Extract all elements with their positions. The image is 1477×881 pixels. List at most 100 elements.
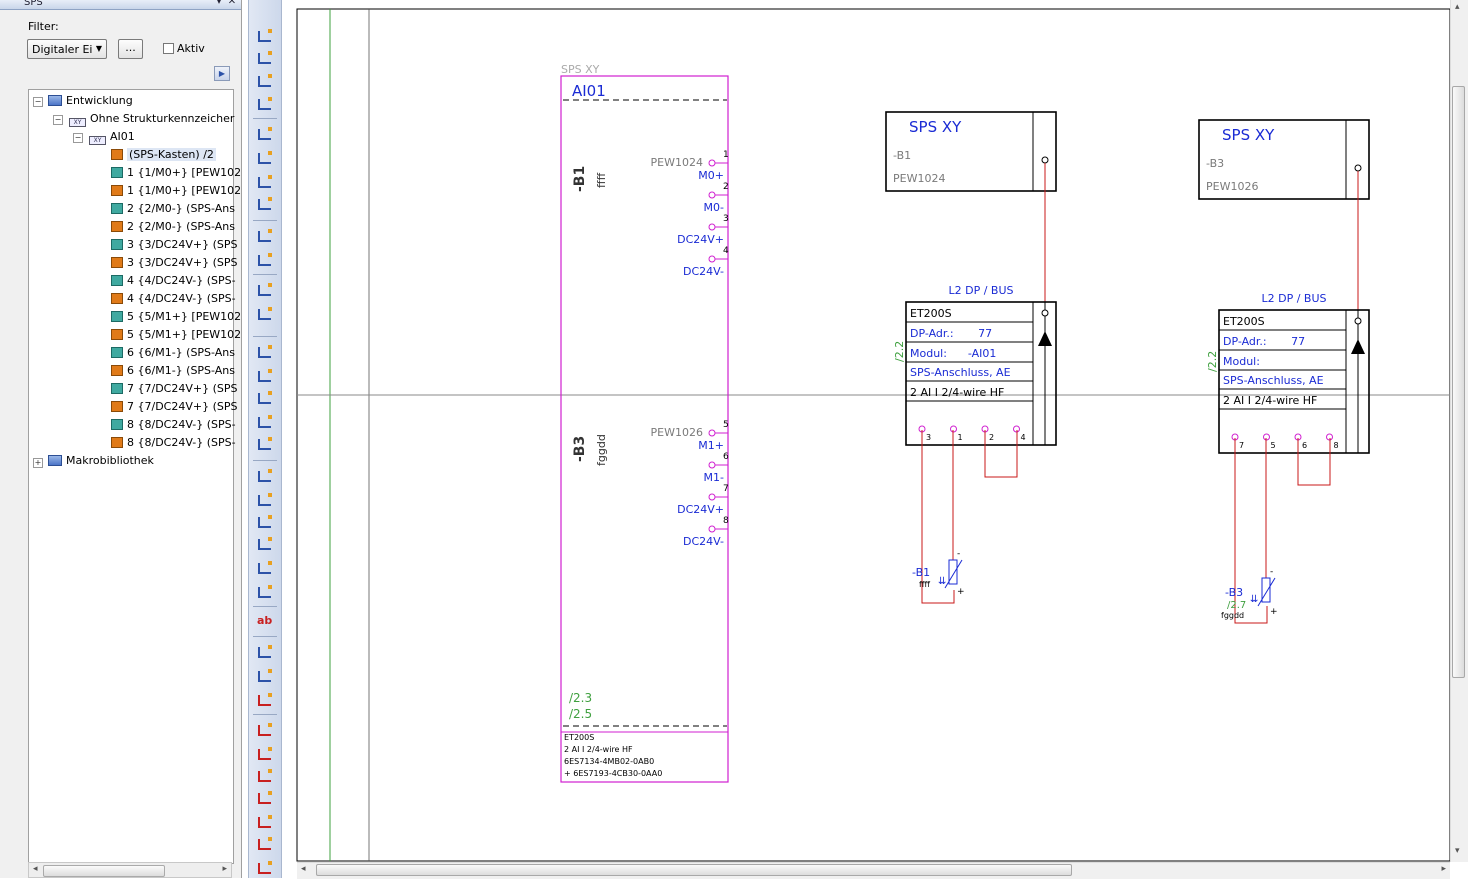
tree-node-plc-box[interactable]: (SPS-Kasten) /2 — [111, 146, 216, 164]
tool-glyph — [258, 51, 272, 64]
tool-glyph — [258, 723, 272, 736]
cross-tool-icon[interactable] — [257, 228, 273, 244]
bus-arrow-icon — [1038, 331, 1052, 346]
polygon-tool-icon[interactable] — [257, 390, 273, 406]
dim-linear-tool-icon[interactable] — [257, 692, 273, 708]
tree-node-plc-connection[interactable]: 3 {3/DC24V+} (SPS — [111, 236, 237, 254]
dim-baseline-tool-icon[interactable] — [257, 768, 273, 784]
scroll-left-icon[interactable]: ◂ — [33, 864, 38, 874]
arrow-tool-icon[interactable] — [257, 282, 273, 298]
scroll-left-icon[interactable]: ◂ — [301, 864, 306, 874]
tree-horizontal-scrollbar[interactable]: ◂ ▸ — [28, 862, 232, 878]
pin-connection-point[interactable] — [708, 525, 716, 533]
tree-node-plc-connection[interactable]: 5 {5/M1+} [PEW102 — [111, 326, 241, 344]
tree-node-plc-connection[interactable]: 7 {7/DC24V+} (SPS — [111, 380, 237, 398]
scroll-right-icon[interactable]: ▸ — [222, 864, 227, 874]
t-left-tool-icon[interactable] — [257, 196, 273, 212]
image-tool-icon[interactable] — [257, 644, 273, 660]
tree-node-plc-connection[interactable]: 3 {3/DC24V+} (SPS — [111, 254, 237, 272]
plc-connection-icon — [111, 365, 123, 376]
panel-close-icon[interactable]: ✕ — [227, 0, 237, 7]
circle-center-tool-icon[interactable] — [257, 468, 273, 484]
expand-icon[interactable]: + — [33, 458, 43, 468]
collapse-icon[interactable]: − — [53, 115, 63, 125]
b3-tag: -B3 — [572, 436, 588, 462]
tree-node-plc-connection[interactable]: 7 {7/DC24V+} (SPS — [111, 398, 237, 416]
tree-node-plc-connection[interactable]: 6 {6/M1-} (SPS-Ans — [111, 344, 235, 362]
tree-node-plc-connection[interactable]: 6 {6/M1-} (SPS-Ans — [111, 362, 235, 380]
module-1[interactable]: SPS XY -B1 PEW1024 L2 DP / BUS ET200S DP… — [885, 111, 1057, 604]
tree-node-plc-connection[interactable]: 2 {2/M0-} (SPS-Ans — [111, 218, 235, 236]
pin-connection-point[interactable] — [708, 255, 716, 263]
arc-3pt-tool-icon[interactable] — [257, 536, 273, 552]
scroll-right-icon[interactable]: ▸ — [1441, 864, 1446, 874]
tree-node-plc-connection[interactable]: 4 {4/DC24V-} (SPS- — [111, 272, 236, 290]
pin-connection-point[interactable] — [708, 223, 716, 231]
tool-glyph — [258, 669, 272, 682]
dim-increment-tool-icon[interactable] — [257, 790, 273, 806]
text-ab-tool-icon[interactable]: ab — [257, 614, 273, 630]
scroll-down-icon[interactable]: ▾ — [1455, 846, 1460, 856]
dim-radius-tool-icon[interactable] — [257, 836, 273, 852]
tree-node-plc-connection[interactable]: 8 {8/DC24V-} (SPS- — [111, 434, 236, 452]
tree-node-root[interactable]: Entwicklung — [48, 92, 133, 110]
filter-select[interactable]: Digitaler Ei ▼ — [27, 39, 107, 59]
t-up-tool-icon[interactable] — [257, 150, 273, 166]
panel-pin-icon[interactable]: ▾ — [216, 0, 222, 7]
tree-node-plc-connection[interactable]: 1 {1/M0+} [PEW102 — [111, 164, 241, 182]
pin-connection-point[interactable] — [708, 461, 716, 469]
dim-aligned-tool-icon[interactable] — [257, 722, 273, 738]
rectangle-tool-icon[interactable] — [257, 414, 273, 430]
polyline-tool-icon[interactable] — [257, 368, 273, 384]
filter-more-button[interactable]: ... — [118, 39, 143, 59]
collapse-icon[interactable]: − — [73, 133, 83, 143]
module-2[interactable]: SPS XY -B3 PEW1026 L2 DP / BUS ET200S DP… — [1198, 119, 1370, 624]
corner-br-tool-icon[interactable] — [257, 96, 273, 112]
pin-connection-point[interactable] — [708, 429, 716, 437]
tree-node-plc-connection[interactable]: 2 {2/M0-} (SPS-Ans — [111, 200, 235, 218]
bus-arrow-icon — [1351, 339, 1365, 354]
dim-chain-tool-icon[interactable] — [257, 746, 273, 762]
arc-tool-icon[interactable] — [257, 514, 273, 530]
tool-glyph — [258, 74, 272, 87]
bezier-tool-icon[interactable] — [257, 584, 273, 600]
tree-node-plc-connection[interactable]: 8 {8/DC24V-} (SPS- — [111, 416, 236, 434]
hyperlink-tool-icon[interactable] — [257, 668, 273, 684]
tree-node-plc-connection[interactable]: 4 {4/DC24V-} (SPS- — [111, 290, 236, 308]
line-tool-icon[interactable] — [257, 344, 273, 360]
dim-angle-tool-icon[interactable] — [257, 814, 273, 830]
t-right-tool-icon[interactable] — [257, 174, 273, 190]
cross-ref-1: /2.3 — [569, 691, 592, 705]
scroll-up-icon[interactable]: ▴ — [1455, 2, 1460, 12]
corner-tr-tool-icon[interactable] — [257, 50, 273, 66]
double-cross-tool-icon[interactable] — [257, 252, 273, 268]
corner-bl-tool-icon[interactable] — [257, 73, 273, 89]
schematic-canvas[interactable]: SPS XY AI01 -B1 ffff PEW1024 -B3 fggdd P… — [287, 0, 1477, 878]
pin-connection-point[interactable] — [708, 159, 716, 167]
plc-black-box[interactable] — [560, 75, 729, 783]
t-down-tool-icon[interactable] — [257, 126, 273, 142]
aktiv-checkbox[interactable] — [163, 43, 174, 54]
diagonal-tool-icon[interactable] — [257, 306, 273, 322]
dim-diameter-tool-icon[interactable] — [257, 860, 273, 876]
pin-connection-point[interactable] — [708, 493, 716, 501]
apply-filter-button[interactable]: ▶ — [214, 66, 230, 81]
ellipse-tool-icon[interactable] — [257, 560, 273, 576]
tree-node-macros[interactable]: Makrobibliothek — [48, 452, 154, 470]
canvas-vscroll-thumb[interactable] — [1452, 86, 1465, 678]
collapse-icon[interactable]: − — [33, 97, 43, 107]
tree-node-plc-connection[interactable]: 5 {5/M1+} [PEW102 — [111, 308, 241, 326]
pin-connection-point[interactable] — [708, 191, 716, 199]
filter-label: Filter: — [28, 20, 59, 33]
canvas-hscroll-thumb[interactable] — [316, 864, 1072, 876]
tree-node-plc-connection[interactable]: 1 {1/M0+} [PEW102 — [111, 182, 241, 200]
tree-scroll-thumb[interactable] — [43, 865, 165, 877]
aktiv-label: Aktiv — [177, 42, 205, 55]
circle-tool-icon[interactable] — [257, 492, 273, 508]
rect-center-tool-icon[interactable] — [257, 436, 273, 452]
corner-tl-tool-icon[interactable] — [257, 28, 273, 44]
pin-number: 2 — [723, 182, 729, 192]
